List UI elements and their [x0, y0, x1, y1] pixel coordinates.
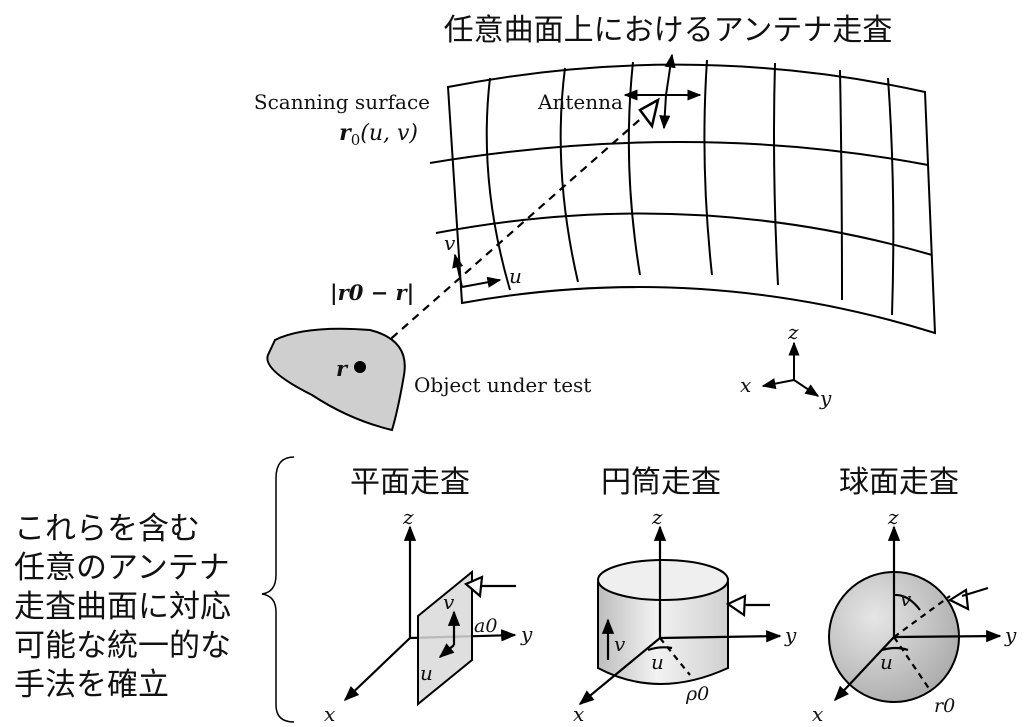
- cylinder-y-label: y: [784, 623, 797, 647]
- summary-line: 走査曲面に対応: [14, 589, 231, 625]
- summary-line: 手法を確立: [14, 667, 169, 703]
- planar-a0-label: a0: [474, 615, 497, 637]
- object-point: [354, 361, 366, 373]
- sphere-u-label: u: [880, 650, 893, 674]
- summary-line: 任意のアンテナ: [14, 550, 230, 586]
- summary-bracket: [261, 456, 295, 723]
- object-point-label: r: [336, 356, 349, 381]
- antenna-label: Antenna: [537, 90, 623, 114]
- scan-titles: 平面走査 円筒走査 球面走査: [350, 465, 959, 500]
- cylinder-z-label: z: [651, 505, 663, 529]
- antenna-icon: [623, 53, 702, 130]
- summary-line: これらを含む: [14, 511, 200, 547]
- planar-surface: [417, 569, 473, 707]
- cylinder-x-label: x: [573, 702, 584, 726]
- planar-labels: z y x v u a0: [324, 505, 533, 726]
- sphere-y-label: y: [1004, 623, 1017, 647]
- distance-line: [359, 114, 646, 367]
- object-under-test-label: Object under test: [414, 373, 591, 397]
- summary-text: これらを含む 任意のアンテナ 走査曲面に対応 可能な統一的な 手法を確立: [14, 510, 264, 705]
- sphere-r0-label: r0: [934, 695, 955, 717]
- distance-label: |r0 − r|: [330, 280, 414, 305]
- planar-antenna-icon: [463, 575, 516, 599]
- cylindrical-scan-title: 円筒走査: [601, 465, 721, 500]
- sphere-z-label: z: [887, 505, 899, 529]
- object-under-test: [266, 327, 406, 432]
- cylinder-rho0-label: ρ0: [685, 683, 709, 705]
- sphere-v-label: v: [900, 587, 912, 611]
- planar-x-label: x: [324, 702, 335, 726]
- planar-y-label: y: [520, 622, 533, 646]
- planar-z-label: z: [402, 505, 414, 529]
- cylindrical-labels: z y x v u ρ0: [573, 505, 797, 726]
- global-axis-z-label: z: [787, 320, 799, 344]
- sphere-antenna-icon: [947, 586, 989, 611]
- summary-line: 可能な統一的な: [14, 628, 231, 664]
- planar-v-label: v: [443, 590, 455, 614]
- local-uv-axes: [452, 253, 502, 288]
- spherical-scan: [828, 525, 1002, 703]
- planar-scan: [343, 525, 517, 707]
- local-u-label: u: [509, 264, 522, 288]
- cylinder-top: [597, 559, 729, 601]
- cylinder-u-label: u: [651, 650, 664, 674]
- global-axis-x-label: x: [740, 373, 751, 397]
- planar-u-label: u: [420, 661, 433, 685]
- cylindrical-scan: [578, 525, 782, 705]
- sphere-x-label: x: [812, 702, 823, 726]
- top-labels: Scanning surface r0(u, v) Antenna |r0 − …: [254, 90, 832, 410]
- spherical-labels: z y x v u r0: [812, 505, 1017, 726]
- cylinder-antenna-icon: [725, 594, 770, 618]
- spherical-scan-title: 球面走査: [839, 465, 959, 500]
- global-axis-y-label: y: [819, 386, 832, 410]
- scanning-surface: [429, 59, 937, 335]
- scanning-surface-label: Scanning surface: [254, 90, 430, 114]
- surface-param-label: r0(u, v): [339, 120, 418, 149]
- planar-scan-title: 平面走査: [350, 465, 470, 500]
- cylinder-v-label: v: [614, 632, 626, 656]
- diagram-title: 任意曲面上におけるアンテナ走査: [444, 13, 893, 48]
- local-v-label: v: [444, 231, 456, 255]
- global-axes: [761, 341, 820, 397]
